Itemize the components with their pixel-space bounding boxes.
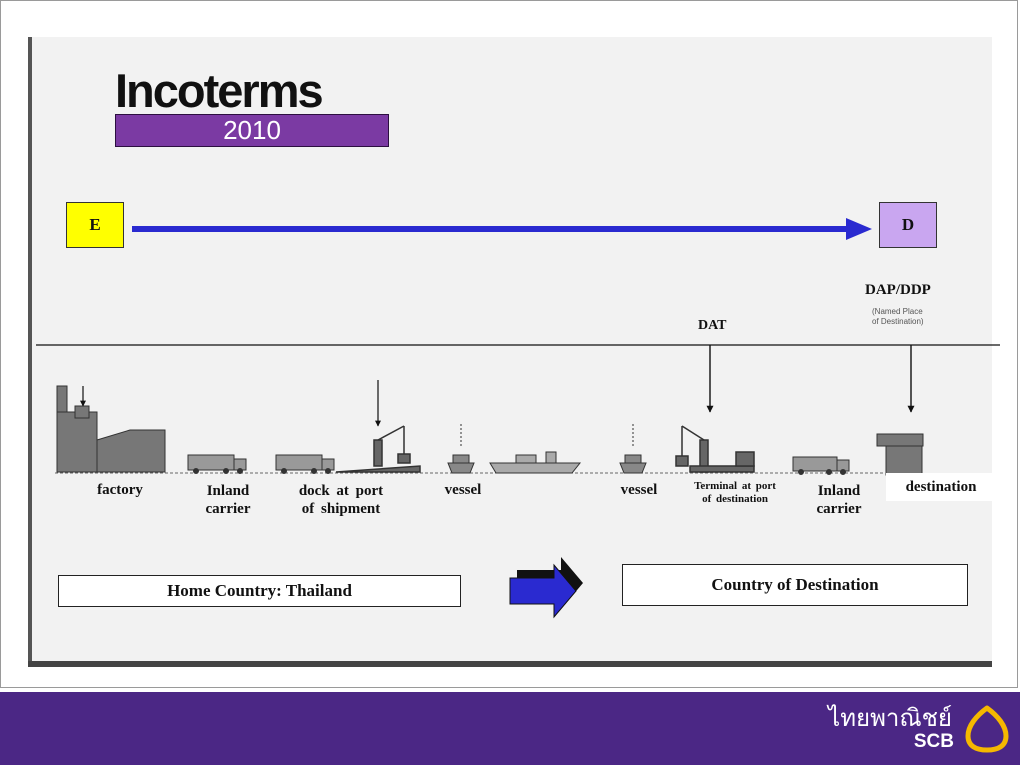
truck-icon-2 [275, 454, 335, 474]
slide-frame [0, 0, 1018, 688]
named-place-note: (Named Place of Destination) [872, 307, 924, 327]
stage-inland-carrier-1: Inland carrier [195, 482, 261, 518]
vessel-icon-1 [447, 424, 475, 474]
direction-arrow-icon[interactable] [509, 557, 583, 619]
stage-inland-carrier-1-line1: Inland [206, 483, 250, 499]
stage-dock-line1: dock at port [298, 483, 384, 499]
stage-vessel-2: vessel [608, 481, 670, 499]
truck-icon-3 [792, 456, 850, 475]
vessel-icon-2 [619, 424, 647, 474]
stage-dock-line2: of shipment [301, 501, 381, 517]
stage-vessel-1: vessel [432, 481, 494, 499]
scb-short-name: SCB [913, 731, 954, 752]
stage-inland-carrier-2-line2: carrier [816, 501, 862, 517]
stage-factory: factory [88, 481, 152, 499]
warehouse-icon [876, 433, 924, 476]
ship-icon [489, 451, 582, 474]
truck-icon-1 [187, 454, 247, 474]
stage-factory-text: factory [97, 482, 143, 498]
stage-terminal-line2: of destination [702, 493, 768, 505]
stage-vessel-1-text: vessel [444, 482, 482, 498]
scan-left-edge [28, 37, 32, 667]
stage-inland-carrier-2: Inland carrier [806, 482, 872, 518]
e-to-d-arrow [132, 218, 872, 240]
stage-terminal-line1: Terminal at port [694, 480, 776, 492]
scb-footer-bar: ไทยพาณิชย์ SCB [0, 692, 1020, 765]
factory-icon [56, 385, 166, 473]
stage-destination: destination [886, 473, 996, 501]
crane-icon-2 [675, 425, 755, 473]
stage-terminal: Terminal at port of destination [678, 480, 792, 506]
incoterm-e-box: E [66, 202, 124, 248]
stage-vessel-2-text: vessel [620, 482, 658, 498]
incoterms-logo-word: Incoterms [115, 64, 324, 117]
home-country-box: Home Country: Thailand [58, 575, 461, 607]
named-place-line2: of Destination) [872, 317, 924, 326]
incoterms-logo-year: 2010 [115, 114, 389, 147]
stage-inland-carrier-2-line1: Inland [817, 483, 861, 499]
scb-logo-icon [965, 705, 1009, 753]
stage-dock: dock at port of shipment [282, 482, 400, 518]
crane-icon-1 [335, 380, 421, 473]
scan-bottom-edge [28, 661, 992, 667]
stage-inland-carrier-1-line2: carrier [205, 501, 251, 517]
destination-country-box: Country of Destination [622, 564, 968, 606]
dap-ddp-label: DAP/DDP [865, 282, 931, 298]
scb-thai-name: ไทยพาณิชย์ [828, 704, 952, 732]
stage-destination-text: destination [905, 479, 977, 495]
named-place-line1: (Named Place [872, 307, 923, 316]
dat-label: DAT [698, 318, 727, 333]
incoterm-d-box: D [879, 202, 937, 248]
